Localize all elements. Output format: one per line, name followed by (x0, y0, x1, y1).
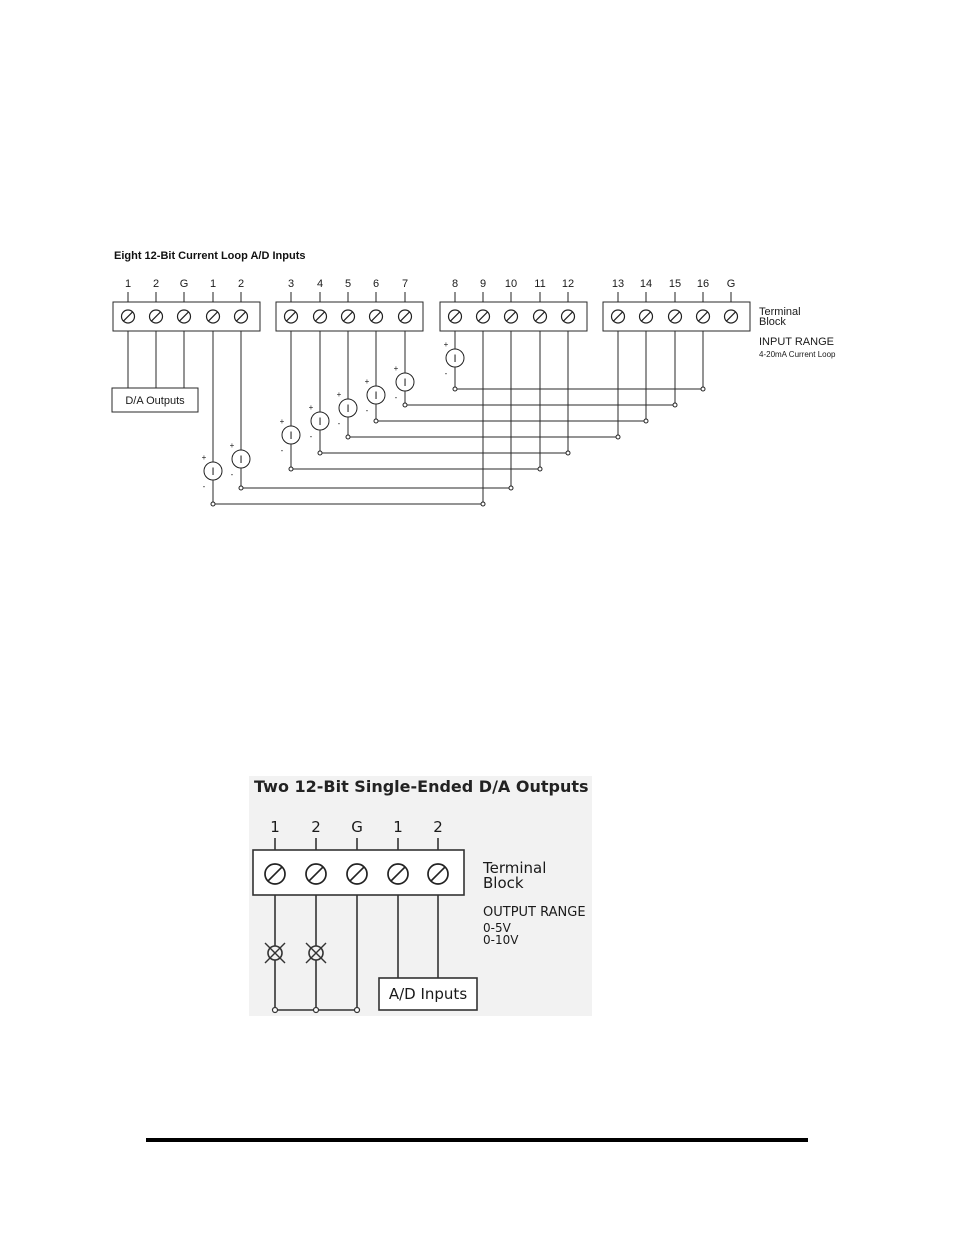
terminal-number: 1 (270, 818, 280, 836)
junction-dot (314, 1008, 319, 1013)
bottom-diagram-title: Two 12-Bit Single-Ended D/A Outputs (254, 777, 589, 796)
lamp-icon (306, 943, 326, 963)
ad-inputs-box-label: A/D Inputs (389, 985, 467, 1003)
output-range-label: OUTPUT RANGE (483, 905, 586, 920)
output-range-value-2: 0-10V (483, 933, 519, 947)
lamp-icon (265, 943, 285, 963)
terminal-number: 2 (433, 818, 443, 836)
terminal-number: G (351, 818, 363, 836)
terminal-number: 2 (311, 818, 321, 836)
junction-dot (355, 1008, 360, 1013)
da-outputs-diagram: Two 12-Bit Single-Ended D/A Outputs 1 2 … (0, 0, 954, 1100)
terminal-block-label-2: Block (483, 874, 524, 892)
junction-dot (273, 1008, 278, 1013)
terminal-number: 1 (393, 818, 403, 836)
footer-rule (146, 1138, 808, 1142)
